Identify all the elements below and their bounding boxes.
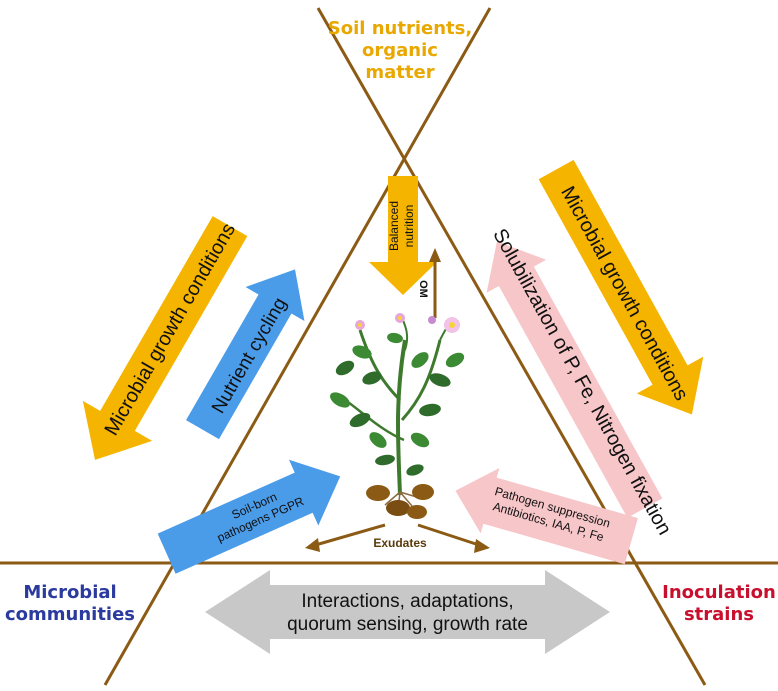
balanced-nutrition-line-1: Balanced <box>387 200 401 252</box>
balanced-nutrition-line-2: nutrition <box>402 204 416 248</box>
interactions-line-2: quorum sensing, growth rate <box>287 614 528 635</box>
triangle-line-left <box>103 7 492 686</box>
label-om: OM <box>417 280 429 298</box>
top-down-arrow <box>369 176 437 295</box>
right-inner-arrow <box>486 241 663 518</box>
corner-label-soil-nutrients: Soil nutrients, organic matter <box>300 18 500 84</box>
potato-plant-illustration <box>330 313 465 519</box>
bottom-right-arrow <box>455 467 638 565</box>
corner-label-microbial-communities: Microbial communities <box>0 582 140 626</box>
corner-left-line-2: communities <box>4 604 136 625</box>
corner-top-line-3: matter <box>365 62 435 83</box>
right-outer-arrow <box>538 159 704 415</box>
left-inner-arrow <box>186 269 305 440</box>
bottom-left-arrow <box>157 459 341 574</box>
label-exudates: Exudates <box>373 536 427 550</box>
triangle-line-right <box>316 7 707 686</box>
corner-top-line-1: Soil nutrients, <box>327 18 473 39</box>
label-balanced-nutrition: Balanced nutrition <box>387 186 419 266</box>
corner-top-line-2: organic <box>362 40 438 61</box>
exudates-arrows <box>305 523 490 553</box>
corner-right-line-2: strains <box>683 604 755 625</box>
interactions-line-1: Interactions, adaptations, <box>301 591 514 612</box>
left-outer-arrow <box>82 216 248 460</box>
corner-right-line-1: Inoculation <box>662 582 776 603</box>
corner-left-line-1: Microbial <box>23 582 117 603</box>
label-interactions: Interactions, adaptations, quorum sensin… <box>270 590 545 636</box>
corner-label-inoculation-strains: Inoculation strains <box>660 582 778 626</box>
om-arrow <box>429 248 441 318</box>
bottom-double-arrow <box>205 570 610 654</box>
